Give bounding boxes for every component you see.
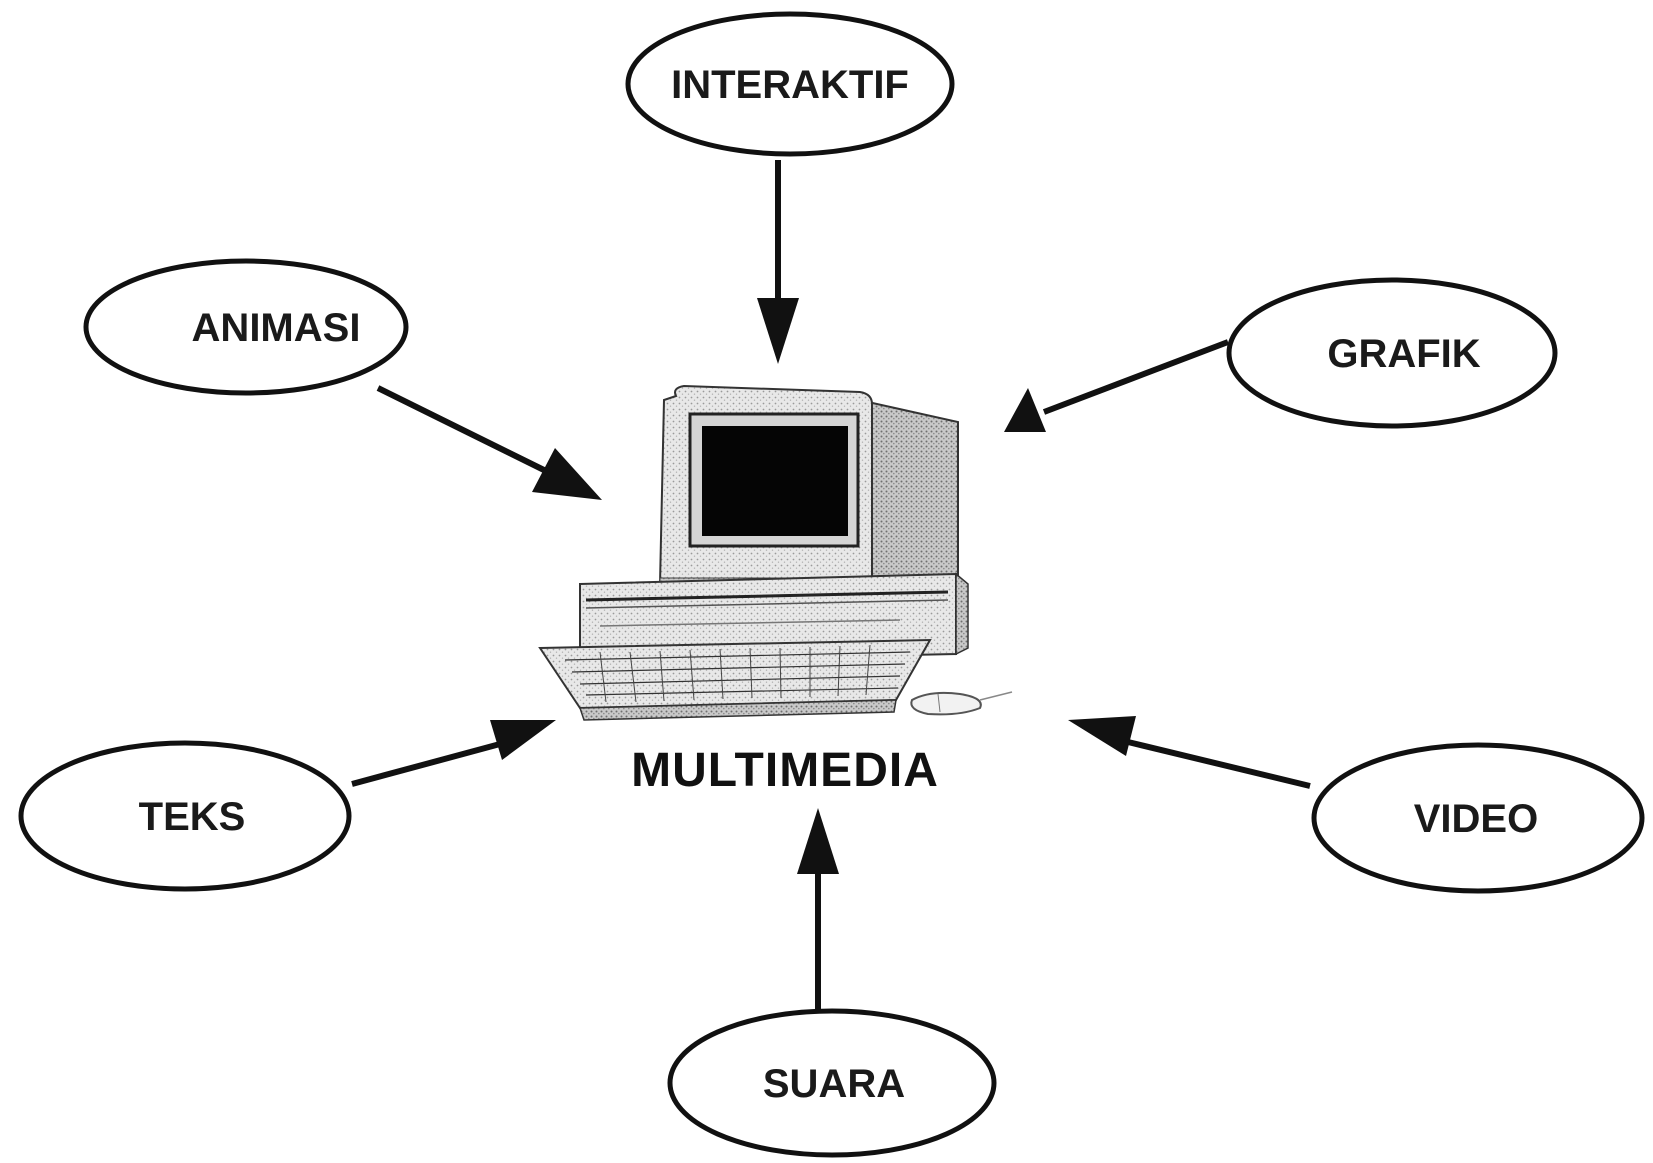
node-animasi: ANIMASI (83, 258, 409, 396)
node-animasi-label: ANIMASI (192, 306, 361, 350)
arrow-interaktif (757, 160, 799, 364)
node-suara: SUARA (667, 1008, 997, 1158)
node-suara-label: SUARA (763, 1062, 905, 1106)
node-grafik: GRAFIK (1226, 277, 1558, 429)
arrow-video (1068, 716, 1311, 789)
node-video: VIDEO (1311, 742, 1645, 894)
arrow-animasi (376, 385, 602, 500)
node-video-label: VIDEO (1414, 797, 1538, 841)
arrow-grafik (1004, 339, 1230, 432)
arrow-suara (797, 808, 839, 1010)
node-interaktif-label: INTERAKTIF (671, 63, 909, 107)
center-label-multimedia: MULTIMEDIA (631, 744, 939, 797)
node-teks: TEKS (18, 740, 352, 892)
node-animasi-ellipse (83, 258, 409, 396)
node-teks-ellipse (18, 740, 352, 892)
node-interaktif-ellipse (625, 11, 955, 157)
node-teks-label: TEKS (139, 795, 246, 839)
arrow-teks (351, 720, 556, 787)
computer-icon (538, 384, 1013, 721)
node-suara-ellipse (667, 1008, 997, 1158)
node-video-ellipse (1311, 742, 1645, 894)
node-grafik-label: GRAFIK (1327, 332, 1480, 376)
node-grafik-ellipse (1226, 277, 1558, 429)
node-interaktif: INTERAKTIF (625, 11, 955, 157)
